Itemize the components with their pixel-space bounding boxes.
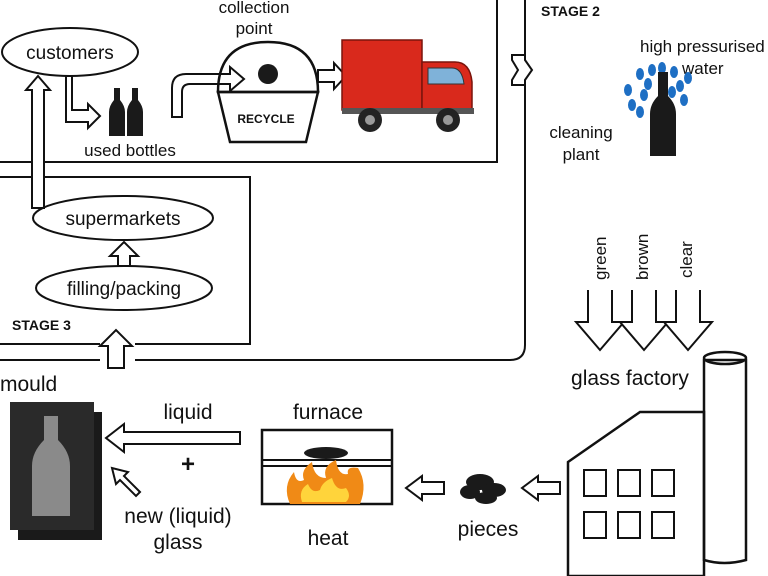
used-bottles-icon [109,88,143,136]
process-frame-lines [0,0,526,361]
heat-label: heat [308,527,349,550]
factory-to-pieces-arrow [520,474,561,502]
liquid-label: liquid [163,401,212,424]
clear-label: clear [677,241,696,278]
flame-icon [286,460,364,504]
water-spray-icon [624,62,692,118]
stage2-label: STAGE 2 [541,3,600,19]
new-glass-arrow [110,466,142,498]
customers-to-bottles-arrow [65,75,102,131]
high-pressurised-label: high pressurised [640,37,765,56]
furnace-to-mould-arrow [104,421,241,455]
used-bottles-label: used bottles [84,141,176,160]
cleaning-bottle-icon [650,72,676,156]
glass-label: glass [153,531,202,554]
glass-pieces-icon [460,474,506,504]
green-label: green [591,237,610,280]
water-label: water [681,59,724,78]
truck-icon [341,39,474,132]
plant-label: plant [563,145,600,164]
brown-label: brown [633,234,652,280]
plus-sign: + [181,451,195,478]
stage3-label: STAGE 3 [12,317,71,333]
recycle-to-truck-arrow [317,60,348,92]
colour-sort-arrows [573,290,715,352]
factory-icon [566,350,748,576]
supermarkets-to-customers-arrow [23,74,53,209]
collection-point-label-2: point [236,19,273,38]
supermarkets-ellipse [32,195,214,241]
mould-icon [10,402,102,540]
bottles-to-recycle-arrow [171,64,246,118]
glass-factory-label: glass factory [571,367,689,390]
collection-point-label-1: collection [219,0,290,17]
recycle-label: RECYCLE [237,112,294,126]
recycle-bin-icon [216,40,320,144]
mould-to-filling-arrow [97,328,135,369]
filling-packing-ellipse [35,265,213,311]
stage2-arrow [511,54,534,86]
customers-label: customers [26,43,114,64]
pieces-to-furnace-arrow [404,474,445,502]
supermarkets-label: supermarkets [65,209,180,230]
filling-packing-label: filling/packing [67,279,181,300]
pieces-label: pieces [458,518,519,541]
filling-to-supermarkets-arrow [107,240,141,267]
new-liquid-label: new (liquid) [124,505,231,528]
furnace-label: furnace [293,401,363,424]
cleaning-label: cleaning [549,123,612,142]
mould-label: mould [0,373,57,396]
